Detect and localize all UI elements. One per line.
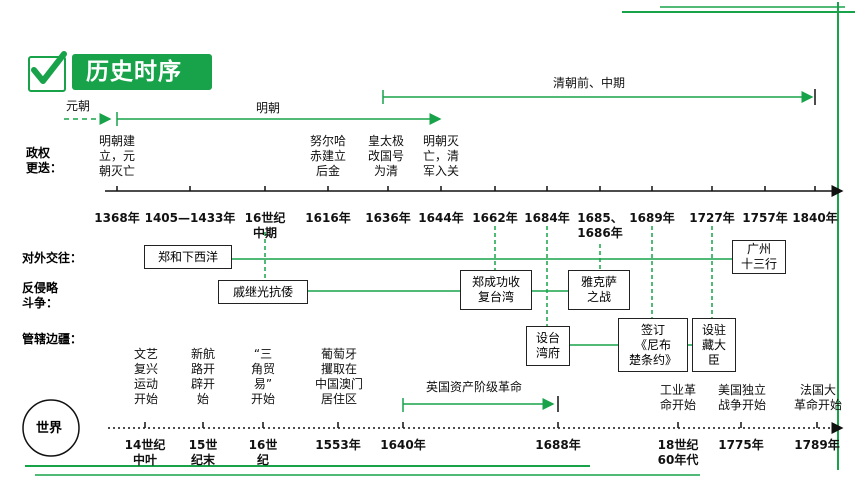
world-tick-label: 1688年 [535, 438, 581, 452]
china-axis-ticks [116, 186, 816, 191]
title-bar: 历史时序 [72, 54, 212, 90]
china-tick-label: 1685、 1686年 [577, 211, 623, 240]
china-tick-label: 1644年 [418, 211, 464, 225]
world-event: 法国大 革命开始 [793, 383, 842, 412]
china-tick-label: 1616年 [305, 211, 351, 225]
row-label-foreign: 对外交往： [22, 251, 83, 265]
china-tick-label: 1689年 [629, 211, 675, 225]
period-england: 英国资产阶级革命 [426, 380, 523, 394]
event-box-qijiguang: 戚继光抗倭 [218, 280, 308, 304]
china-tick-label: 1757年 [742, 211, 788, 225]
event-box-zangchen: 设驻 藏大 臣 [692, 318, 736, 372]
title-check-box [28, 51, 67, 92]
world-tick-label: 18世纪 60年代 [657, 438, 699, 467]
world-tick-label: 14世纪 中叶 [124, 438, 166, 467]
event-box-yakesa: 雅克萨 之战 [568, 270, 630, 310]
regime-event: 努尔哈 赤建立 后金 [309, 134, 346, 178]
event-box-taiwanfu: 设台 湾府 [526, 326, 570, 366]
china-tick-label: 1405—1433年 [144, 211, 236, 225]
dashed-connectors [264, 226, 713, 326]
regime-event: 皇太极 改国号 为清 [367, 134, 404, 178]
regime-event: 明朝灭 亡，清 军入关 [422, 134, 459, 178]
event-box-zhenghe: 郑和下西洋 [144, 245, 232, 269]
world-tick-label: 1553年 [315, 438, 361, 452]
period-qing: 清朝前、中期 [553, 76, 626, 90]
world-event: 文艺 复兴 运动 开始 [133, 347, 158, 406]
event-box-zhengchenggong: 郑成功收 复台湾 [460, 270, 532, 310]
world-event: “三 角贸 易” 开始 [250, 347, 275, 406]
china-tick-label: 1636年 [365, 211, 411, 225]
world-event: 葡萄牙 攫取在 中国澳门 居住区 [314, 347, 363, 406]
regime-event: 明朝建 立，元 朝灭亡 [98, 134, 135, 178]
world-event: 新航 路开 辟开 始 [190, 347, 215, 406]
world-tick-label: 1775年 [718, 438, 764, 452]
row-label-world: 世界 [36, 421, 63, 436]
row-label-border: 管辖边疆： [22, 332, 83, 346]
period-yuan: 元朝 [66, 99, 91, 113]
page-title: 历史时序 [86, 59, 182, 85]
row-label-regime: 政权 更迭： [26, 146, 63, 175]
world-tick-label: 1640年 [380, 438, 426, 452]
world-axis-ticks [144, 422, 818, 428]
china-tick-label: 1840年 [792, 211, 838, 225]
checkmark-icon [31, 51, 67, 84]
china-tick-label: 1368年 [94, 211, 140, 225]
world-circle [22, 399, 80, 457]
china-tick-label: 1727年 [689, 211, 735, 225]
period-ming: 明朝 [256, 101, 281, 115]
world-tick-label: 15世 纪末 [188, 438, 218, 467]
title-banner: 历史时序 [28, 51, 212, 92]
world-tick-label: 16世 纪 [248, 438, 278, 467]
event-box-guangzhou: 广州 十三行 [732, 240, 786, 274]
china-tick-label: 1662年 [472, 211, 518, 225]
event-box-nerchinsk: 签订 《尼布 楚条约》 [618, 318, 688, 372]
china-tick-label: 1684年 [524, 211, 570, 225]
world-tick-label: 1789年 [794, 438, 840, 452]
row-label-resist: 反侵略 斗争： [22, 281, 59, 310]
world-event: 美国独立 战争开始 [717, 383, 766, 412]
world-event: 工业革 命开始 [659, 383, 696, 412]
china-tick-label: 16世纪 中期 [244, 211, 286, 240]
